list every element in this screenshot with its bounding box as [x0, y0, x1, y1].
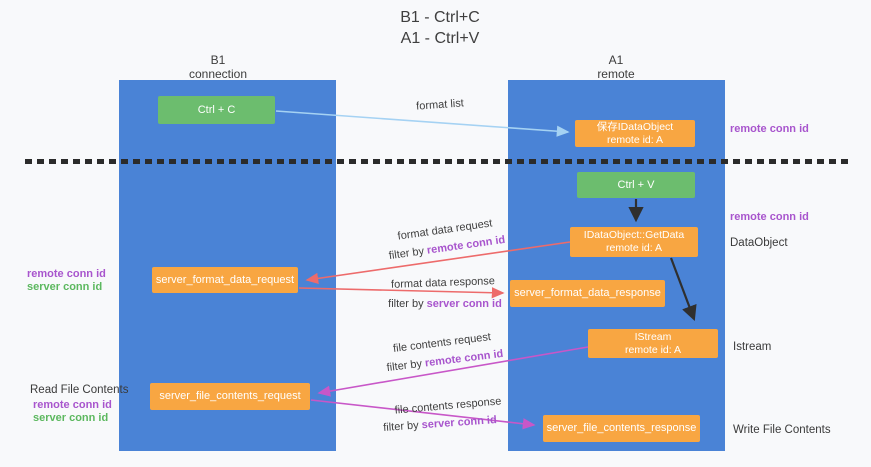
filter-by-text: filter by: [388, 298, 424, 310]
node-ctrl-c-label: Ctrl + C: [197, 103, 236, 116]
node-server-file-contents-response: server_file_contents_response: [543, 415, 700, 442]
node-server-format-data-response: server_format_data_response: [510, 280, 665, 307]
lifeline-b1-subtitle: connection: [188, 67, 248, 81]
anno-server-conn-id-left-2: server conn id: [33, 412, 109, 424]
node-format-request-label: server_format_data_request: [155, 273, 295, 286]
filter-by-text: filter by: [382, 419, 420, 434]
node-istream: IStream remote id: A: [588, 329, 718, 358]
node-getdata-line1: IDataObject::GetData: [583, 229, 685, 241]
node-save-idataobject-line2: remote id: A: [606, 133, 664, 146]
node-server-format-data-request: server_format_data_request: [152, 267, 298, 293]
title-line-1: B1 - Ctrl+C: [400, 9, 480, 26]
server-conn-id-text: server conn id: [426, 298, 502, 310]
node-ctrl-v: Ctrl + V: [577, 172, 695, 198]
anno-remote-conn-id-left-1: remote conn id: [27, 268, 106, 280]
node-file-request-label: server_file_contents_request: [159, 390, 301, 402]
remote-conn-id-text: remote conn id: [424, 347, 504, 370]
lifeline-header-b1: B1 connection: [148, 53, 288, 81]
node-istream-line1: IStream: [634, 330, 672, 343]
anno-istream: Istream: [733, 341, 772, 353]
node-save-idataobject: 保存IDataObject remote id: A: [575, 120, 695, 147]
node-ctrl-v-label: Ctrl + V: [617, 178, 655, 191]
filter-by-text: filter by: [388, 245, 425, 263]
title-line-2: A1 - Ctrl+V: [400, 30, 480, 47]
node-ctrl-c: Ctrl + C: [158, 96, 275, 124]
remote-conn-id-text: remote conn id: [426, 233, 506, 257]
lifeline-a1-subtitle: remote: [597, 67, 635, 81]
anno-write-file-contents: Write File Contents: [733, 424, 831, 436]
phase-divider-dashed-line: [25, 159, 851, 164]
diagram-title: B1 - Ctrl+C A1 - Ctrl+V: [300, 7, 580, 49]
anno-remote-conn-id-left-2: remote conn id: [33, 399, 112, 411]
lifeline-b1-name: B1: [210, 53, 226, 67]
anno-dataobject: DataObject: [730, 237, 788, 249]
anno-remote-conn-id-top-right: remote conn id: [730, 123, 809, 135]
node-istream-line2: remote id: A: [624, 343, 682, 356]
node-server-file-contents-request: server_file_contents_request: [150, 383, 310, 410]
edge-label-format-data-response: format data response: [390, 275, 496, 291]
edge-label-format-list: format list: [415, 97, 465, 113]
server-conn-id-text: server conn id: [421, 414, 498, 432]
anno-server-conn-id-left-1: server conn id: [27, 281, 103, 293]
node-idataobject-getdata: IDataObject::GetData remote id: A: [570, 227, 698, 257]
node-file-response-label: server_file_contents_response: [546, 422, 697, 434]
anno-read-file-contents: Read File Contents: [30, 384, 129, 396]
node-format-response-label: server_format_data_response: [514, 287, 661, 299]
node-save-idataobject-line1: 保存IDataObject: [596, 120, 674, 133]
filter-by-text: filter by: [386, 357, 423, 375]
node-getdata-line2: remote id: A: [605, 242, 663, 254]
lifeline-header-a1: A1 remote: [546, 53, 686, 81]
lifeline-a1-name: A1: [608, 53, 624, 67]
anno-remote-conn-id-mid-right: remote conn id: [730, 211, 809, 223]
